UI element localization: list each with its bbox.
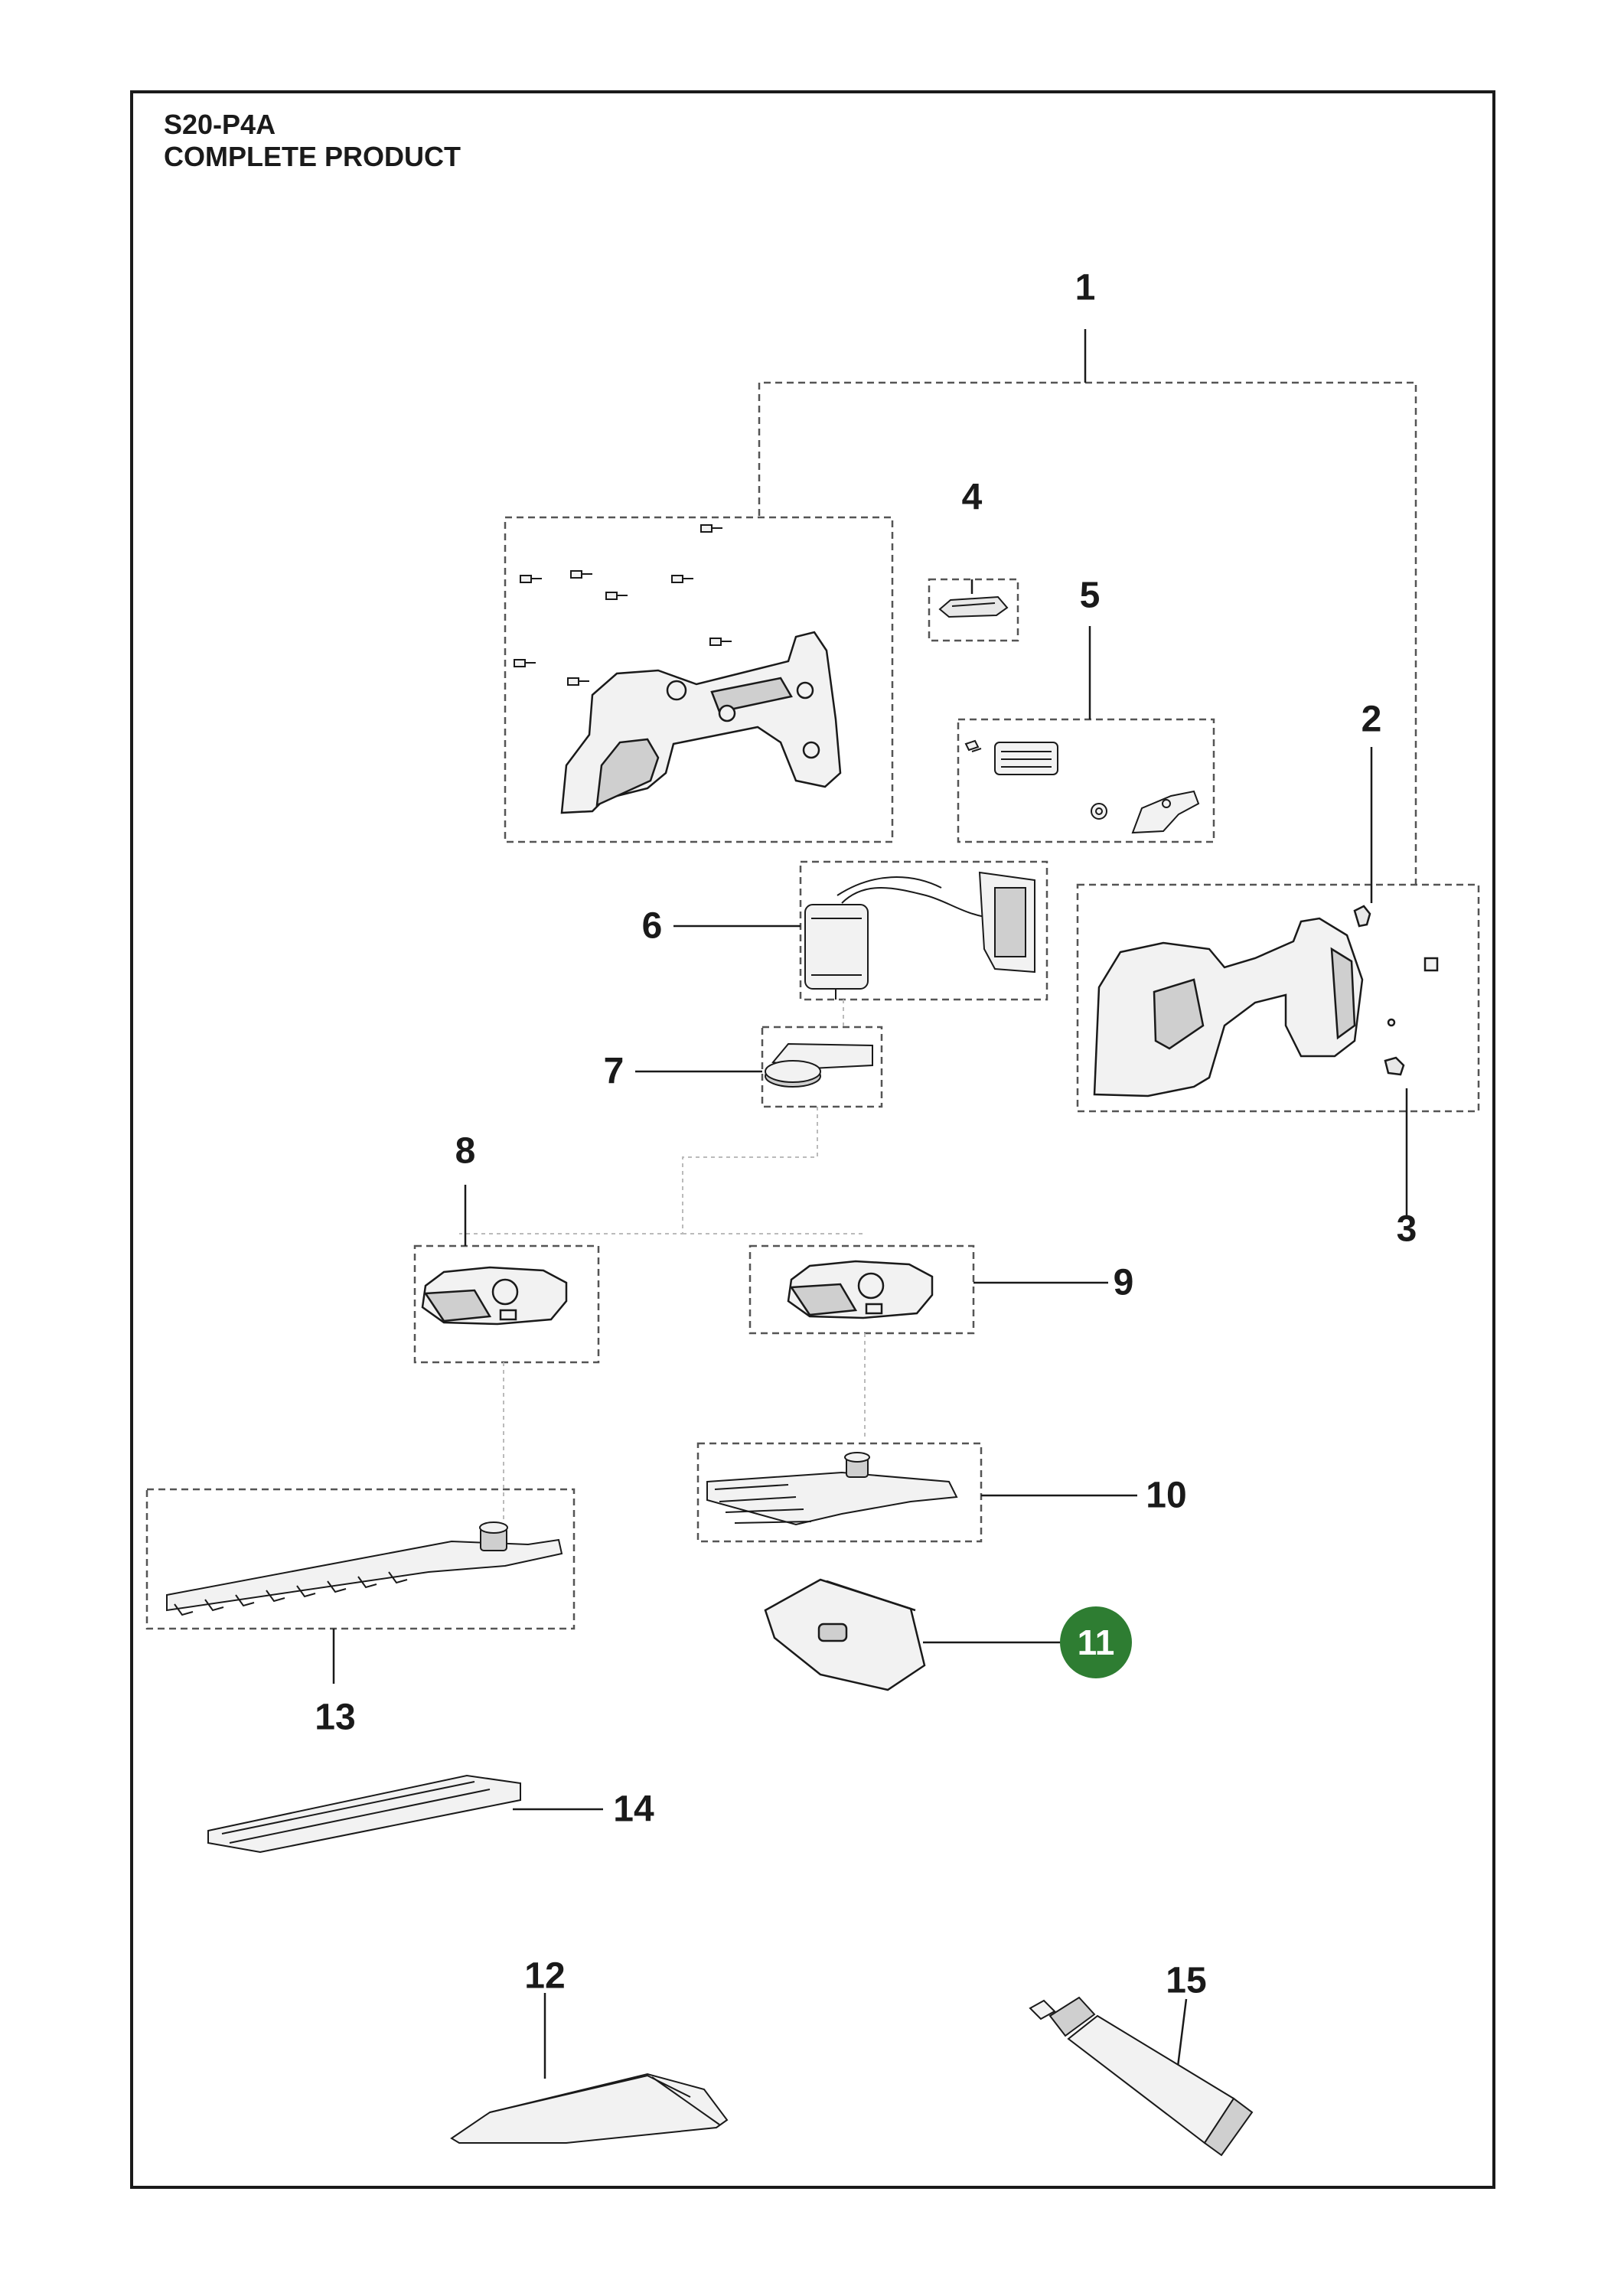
part-4-switch-cover-icon: [938, 595, 1009, 618]
callout-10: 10: [1146, 1475, 1187, 1516]
callout-11-highlighted: 11: [1060, 1606, 1132, 1678]
part-9-blade-base-icon: [787, 1260, 934, 1319]
drawing-frame: [130, 90, 1495, 2189]
part-15-grease-tube-icon: [1029, 1996, 1254, 2157]
callout-14: 14: [613, 1789, 654, 1830]
callout-3: 3: [1396, 1208, 1417, 1250]
part-12-blade-guard-icon: [450, 2073, 729, 2144]
group-box-part-7: [761, 1026, 883, 1108]
group-box-part-8: [413, 1244, 600, 1364]
part-6-motor-and-wiring-icon: [804, 871, 1035, 1000]
callout-13: 13: [315, 1697, 356, 1738]
group-box-handle-housing: [1076, 883, 1480, 1113]
callout-15: 15: [1166, 1960, 1207, 2001]
handle-housing-icon: [1093, 905, 1439, 1097]
diagram-subtitle: COMPLETE PRODUCT: [164, 141, 461, 172]
part-13-hedge-blade-icon: [166, 1521, 563, 1616]
callout-9: 9: [1113, 1262, 1134, 1303]
part-8-blade-base-icon: [421, 1266, 568, 1326]
callout-7: 7: [603, 1051, 624, 1092]
part-7-gear-assembly-icon: [765, 1042, 873, 1088]
part-5-trigger-assembly-icon: [964, 739, 1200, 834]
callout-8: 8: [455, 1130, 476, 1172]
callout-1: 1: [1075, 267, 1096, 308]
callout-4: 4: [961, 477, 983, 518]
callout-2: 2: [1361, 699, 1382, 740]
group-box-part-13: [145, 1488, 576, 1630]
group-box-part-4: [928, 578, 1019, 642]
callout-5: 5: [1079, 575, 1101, 616]
group-bracket-part-1: [758, 381, 1417, 885]
callout-6: 6: [641, 905, 663, 947]
group-box-part-9: [748, 1244, 975, 1335]
part-10-grass-shear-blade-icon: [706, 1452, 958, 1526]
left-housing-half-icon: [560, 631, 842, 814]
part-11-blade-cover-icon: [764, 1578, 926, 1691]
group-box-part-10: [696, 1442, 983, 1543]
group-box-part-6: [799, 860, 1048, 1001]
housing-screws-icon: [514, 524, 732, 686]
part-14-blade-guard-rail-icon: [207, 1774, 521, 1854]
callout-12: 12: [524, 1955, 566, 1997]
model-code: S20-P4A: [164, 109, 276, 140]
group-box-part-5: [957, 718, 1215, 843]
